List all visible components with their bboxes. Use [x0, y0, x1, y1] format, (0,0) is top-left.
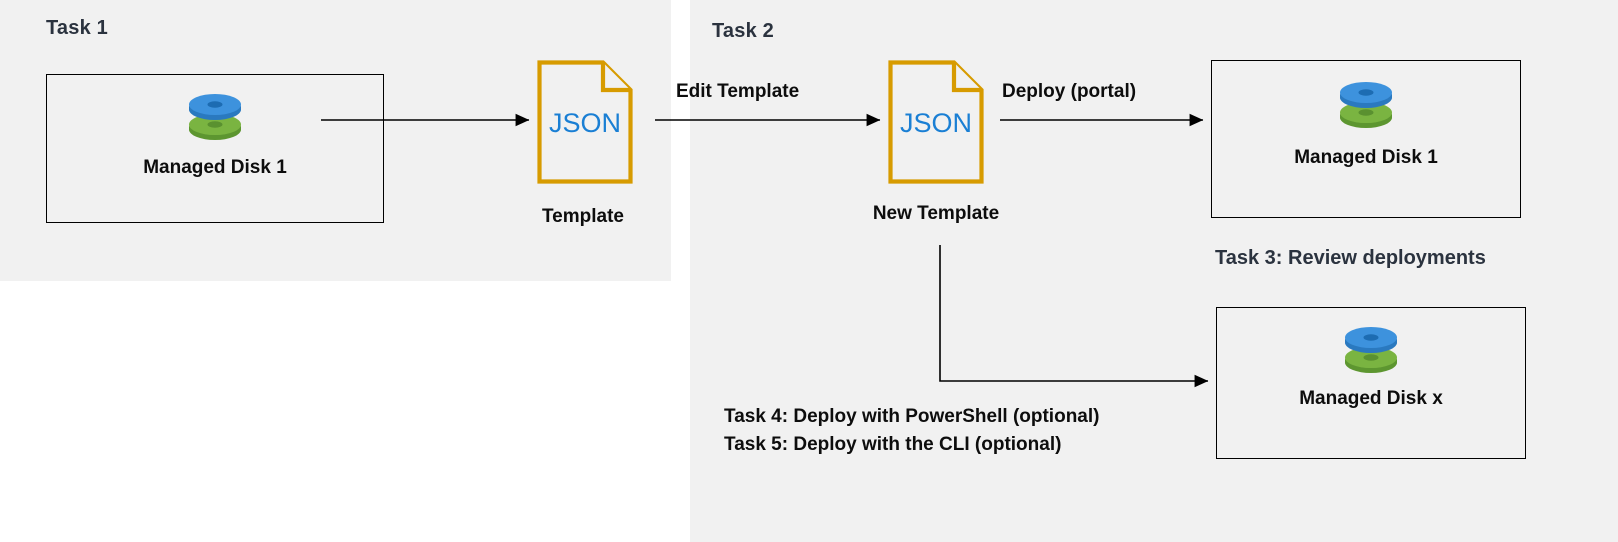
managed-disk-icon [184, 93, 246, 149]
task-1-heading: Task 1 [46, 17, 108, 39]
deploy-portal-edge-label: Deploy (portal) [1002, 81, 1137, 102]
managed-disk-1-source-box: Managed Disk 1 [46, 74, 384, 223]
edit-template-edge-label: Edit Template [676, 81, 800, 102]
managed-disk-icon [1335, 81, 1397, 137]
json-document-icon: JSON [537, 60, 633, 184]
template-caption: Template [541, 206, 624, 227]
managed-disk-1-deployed-box: Managed Disk 1 [1211, 60, 1521, 218]
managed-disk-icon [1340, 326, 1402, 382]
task-2-heading: Task 2 [712, 20, 774, 42]
managed-disk-x-deployed-label: Managed Disk x [1299, 388, 1443, 409]
managed-disk-1-deployed-label: Managed Disk 1 [1294, 147, 1438, 168]
managed-disk-1-source-label: Managed Disk 1 [143, 157, 287, 178]
svg-text:JSON: JSON [549, 108, 621, 138]
managed-disk-x-deployed-box: Managed Disk x [1216, 307, 1526, 459]
task-5-label: Task 5: Deploy with the CLI (optional) [724, 433, 1062, 455]
task-4-label: Task 4: Deploy with PowerShell (optional… [724, 406, 1100, 427]
svg-text:JSON: JSON [900, 108, 972, 138]
optional-tasks-caption: Task 4: Deploy with PowerShell (optional… [724, 403, 1099, 458]
new-template-caption: New Template [872, 203, 1000, 224]
task-3-heading: Task 3: Review deployments [1215, 247, 1486, 269]
json-document-icon: JSON [888, 60, 984, 184]
